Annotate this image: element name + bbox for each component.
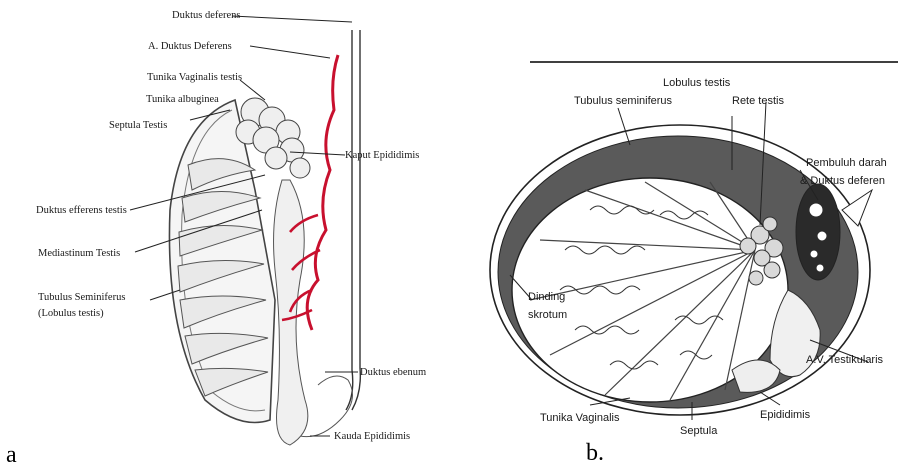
label-ductuli-efferentes: Duktus efferens testis bbox=[36, 205, 127, 216]
testis-cross-section-diagram: Lobulus testis Tubulus seminiferus Rete … bbox=[470, 0, 898, 473]
ductus-epididimis-coil bbox=[300, 376, 353, 437]
label-ductus-epididimis: Duktus ebenum bbox=[360, 367, 426, 378]
label-pembuluh-darah: Pembuluh darah bbox=[806, 157, 887, 169]
label-a-ductus-deferens: A. Duktus Deferens bbox=[148, 41, 232, 52]
label-septula: Septula Testis bbox=[109, 120, 167, 131]
ductus-deferens-tube bbox=[346, 30, 360, 410]
label-av-testikularis: A.V. Testikularis bbox=[806, 354, 884, 366]
label-lobulus-testis: Lobulus testis bbox=[663, 77, 731, 89]
figure-a-longitudinal-section: Duktus deferens A. Duktus Deferens Tunik… bbox=[0, 0, 470, 473]
label-tunika-albuginea: Tunika albuginea bbox=[146, 94, 219, 105]
label-duktus-deferen: & Duktus deferen bbox=[800, 175, 885, 187]
label-kaput-epididimis: Kaput Epididimis bbox=[345, 150, 419, 161]
arteria-ductus-deferens bbox=[307, 55, 338, 330]
label-kauda-epididimis: Kauda Epididimis bbox=[334, 431, 410, 442]
label-mediastinum: Mediastinum Testis bbox=[38, 248, 120, 259]
testis-longitudinal-diagram: Duktus deferens A. Duktus Deferens Tunik… bbox=[0, 0, 470, 473]
panel-letter-a: a bbox=[6, 442, 17, 469]
panel-letter-b: b. bbox=[586, 440, 604, 467]
label-ductus-deferens: Duktus deferens bbox=[172, 10, 241, 21]
label-skrotum: skrotum bbox=[528, 309, 567, 321]
label-septula: Septula bbox=[680, 425, 718, 437]
label-epididimis: Epididimis bbox=[760, 409, 811, 421]
label-tubulus-seminiferus: Tubulus Seminiferus bbox=[38, 292, 125, 303]
figure-b-cross-section: Lobulus testis Tubulus seminiferus Rete … bbox=[470, 0, 898, 473]
label-tubulus-seminiferus: Tubulus seminiferus bbox=[574, 95, 673, 107]
label-lobulus-testis: (Lobulus testis) bbox=[38, 308, 104, 319]
label-tunika-vaginalis: Tunika Vaginalis testis bbox=[147, 72, 242, 83]
label-dinding: Dinding bbox=[528, 291, 565, 303]
korpus-kauda-epididimis bbox=[274, 180, 308, 445]
label-rete-testis: Rete testis bbox=[732, 95, 784, 107]
label-tunika-vaginalis: Tunika Vaginalis bbox=[540, 412, 620, 424]
